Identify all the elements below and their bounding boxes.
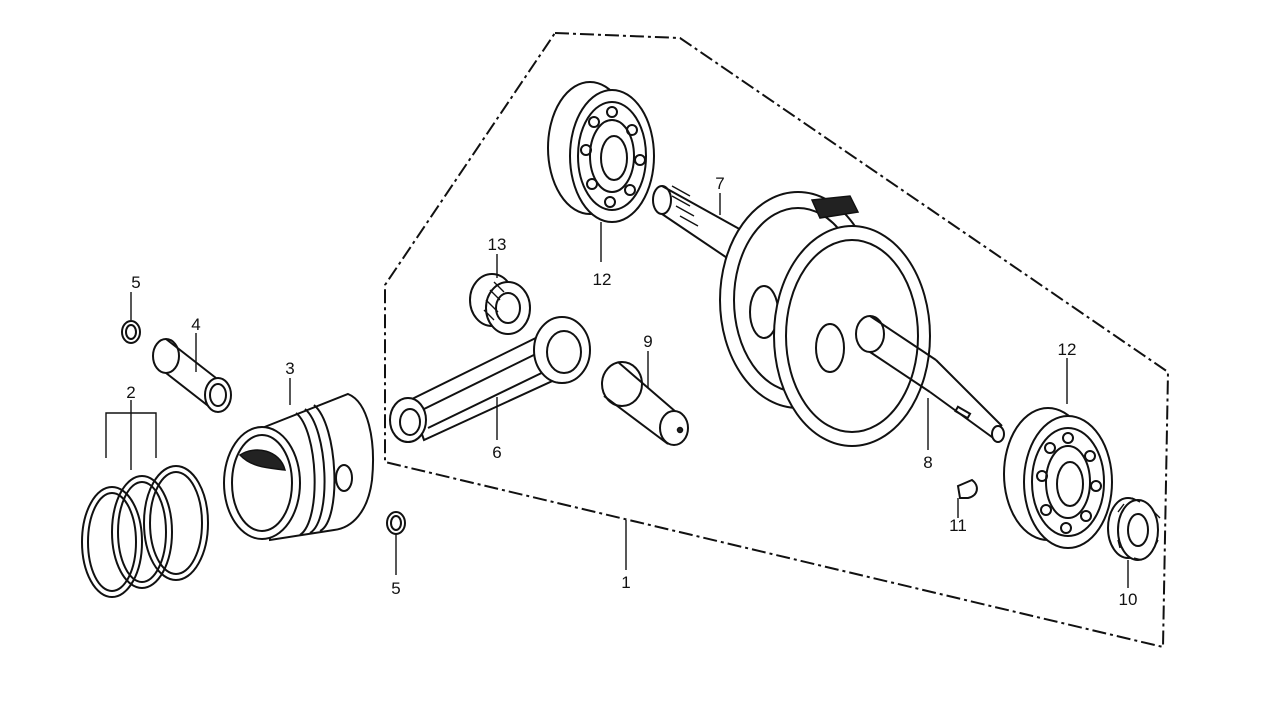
callout-7: 7	[715, 174, 724, 193]
callout-10: 10	[1119, 590, 1138, 609]
callout-5-top: 5	[131, 273, 140, 292]
circlip-bottom	[386, 511, 406, 535]
callout-9: 9	[643, 332, 652, 351]
callout-13: 13	[488, 235, 507, 254]
woodruff-key	[956, 478, 978, 499]
callout-1: 1	[621, 573, 630, 592]
callout-2: 2	[126, 383, 135, 402]
piston-pin	[152, 338, 232, 413]
gear-nut	[1107, 497, 1161, 561]
callout-3: 3	[285, 359, 294, 378]
ball-bearing-top	[547, 81, 655, 223]
ball-bearing-bottom	[1003, 407, 1113, 549]
callout-12-top: 12	[593, 270, 612, 289]
circlip-top	[121, 320, 141, 344]
leader-lines	[130, 193, 1129, 588]
callout-12-bottom: 12	[1058, 340, 1077, 359]
callout-5-bottom: 5	[391, 579, 400, 598]
crank-pin	[601, 361, 689, 446]
callout-4: 4	[191, 315, 200, 334]
piston-rings	[81, 412, 209, 598]
callout-8: 8	[923, 453, 932, 472]
callout-6: 6	[492, 443, 501, 462]
crankshaft	[652, 185, 1005, 447]
piston	[223, 392, 374, 542]
crankshaft-assembly-boundary	[384, 31, 1170, 649]
callout-11: 11	[949, 516, 967, 535]
callout-labels: 1 2 3 4 5 5 6 7 8 9 10 11 12 12 13	[126, 174, 1137, 609]
connecting-rod	[389, 316, 591, 443]
needle-bearing	[469, 273, 531, 335]
